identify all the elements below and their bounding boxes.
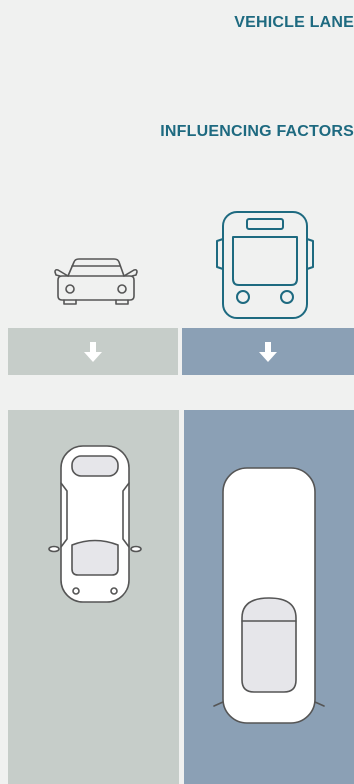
arrow-down-icon bbox=[84, 341, 102, 362]
bus-front-icon bbox=[216, 211, 314, 319]
influencing-factors-heading: INFLUENCING FACTORS bbox=[160, 123, 354, 140]
vehicle-lane-heading: VEHICLE LANE bbox=[234, 14, 354, 31]
bus-top-view-icon bbox=[213, 467, 325, 724]
bus-lane-arrow-bar bbox=[182, 328, 354, 375]
arrow-down-icon bbox=[259, 341, 277, 362]
car-top-view-icon bbox=[48, 445, 142, 603]
car-front-icon bbox=[54, 258, 138, 305]
car-lane-arrow-bar bbox=[8, 328, 178, 375]
